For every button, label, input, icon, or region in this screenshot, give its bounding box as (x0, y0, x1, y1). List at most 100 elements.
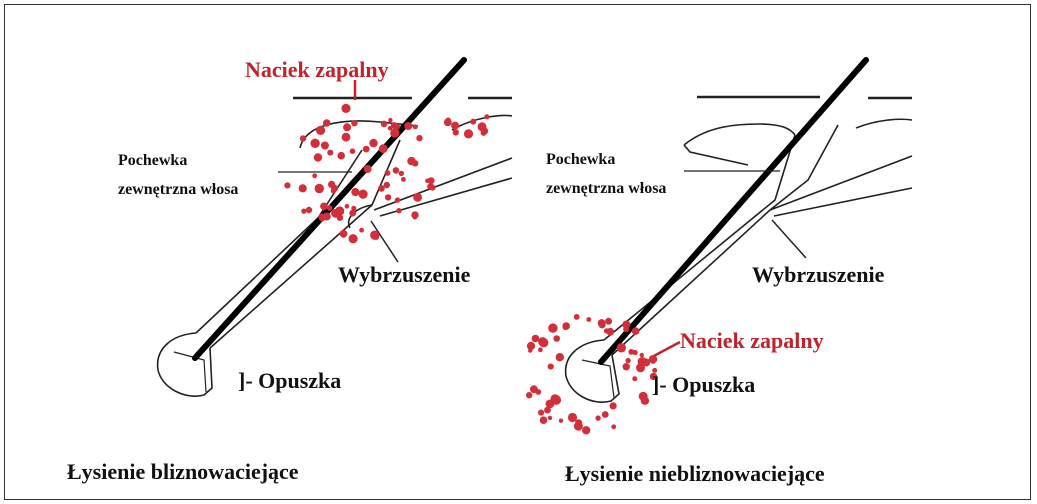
right-infiltrate-dot (632, 376, 637, 381)
left-infiltrate-dot (337, 152, 345, 160)
right-infiltrate-dot (640, 353, 644, 357)
left-infiltrate-dot (427, 183, 434, 190)
right-sheath-label-line1: Pochewka (546, 151, 615, 168)
right-infiltrate-dot (552, 395, 562, 405)
left-infiltrate-dot (428, 177, 435, 184)
right-bulb-label: ]- Opuszka (652, 372, 755, 397)
left-infiltrate-dot (388, 126, 393, 131)
right-infiltrate-dot (623, 363, 630, 370)
left-infiltrate-dot (341, 104, 350, 113)
left-infiltrate-dot (316, 126, 325, 135)
right-infiltrate-dot (632, 327, 640, 335)
right-sheath-label-line2: zewnętrzna włosa (546, 180, 666, 197)
left-infiltrate-dot (412, 160, 418, 166)
left-infiltrate-label: Naciek zapalny (245, 57, 389, 82)
left-infiltrate-dot (359, 228, 364, 233)
left-infiltrate-dot (312, 173, 317, 178)
left-infiltrate-dot (393, 167, 400, 174)
left-infiltrate-dot (340, 230, 348, 238)
right-infiltrate-dots (526, 314, 657, 434)
right-infiltrate-dot (610, 402, 617, 409)
right-infiltrate-dot (575, 419, 582, 426)
right-infiltrate-dot (641, 397, 649, 405)
right-infiltrate-dot (625, 358, 630, 363)
right-infiltrate-dot (538, 410, 544, 416)
right-sheath-wall-left (604, 135, 795, 340)
left-infiltrate-dot (369, 139, 377, 147)
left-infiltrate-dot (321, 142, 329, 150)
left-infiltrate-dot (413, 193, 422, 202)
left-infiltrate-dot (351, 188, 359, 196)
left-infiltrate-dot (351, 120, 357, 126)
left-sheath-label-line1: Pochewka (118, 152, 187, 169)
right-caption: Łysienie niebliznowaciejące (565, 461, 825, 486)
left-infiltrate-dot (343, 123, 351, 131)
left-infiltrate-dot (327, 205, 333, 211)
right-infiltrate-dot (563, 325, 568, 330)
left-infiltrate-dot (453, 129, 459, 135)
left-infiltrate-dot (320, 203, 328, 211)
right-infiltrate-dot (598, 319, 606, 327)
left-infiltrate-dot (363, 146, 370, 153)
right-infiltrate-dot (638, 357, 647, 366)
left-infiltrate-dot (350, 148, 356, 154)
right-hair-shaft (601, 60, 866, 362)
left-bulge-label: Wybrzuszenie (338, 262, 471, 287)
right-bulb-inner (582, 360, 614, 398)
right-infiltrate-label: Naciek zapalny (680, 328, 824, 353)
left-infiltrate-dot (388, 118, 392, 122)
left-infiltrate-dot (381, 121, 388, 128)
left-infiltrate-dot (327, 150, 333, 156)
right-infiltrate-dot (535, 389, 541, 395)
left-infiltrate-dot (359, 190, 368, 199)
right-infiltrate-dot (628, 349, 634, 355)
right-infiltrate-dot (544, 407, 551, 414)
right-infiltrate-dot (586, 317, 591, 322)
left-infiltrate-dot (301, 209, 306, 214)
left-infiltrate-dot (345, 204, 350, 209)
left-bulb-inner (174, 352, 206, 392)
right-infiltrate-dot (622, 321, 630, 329)
right-infiltrate-dot (582, 426, 590, 434)
left-infiltrate-dot (328, 181, 335, 188)
left-infiltrate-dot (323, 119, 331, 127)
right-infiltrate-dot (556, 353, 564, 361)
left-infiltrate-dot (306, 207, 312, 213)
left-bulb-label: ]- Opuszka (238, 368, 341, 393)
left-infiltrate-dot (378, 185, 385, 192)
right-infiltrate-dot (602, 411, 609, 418)
left-infiltrate-dot (349, 234, 358, 243)
left-infiltrate-dot (451, 122, 459, 130)
left-infiltrate-dot (401, 177, 406, 182)
left-infiltrate-dot (284, 182, 290, 188)
left-infiltrate-dot (310, 139, 319, 148)
left-infiltrate-dot (335, 206, 344, 215)
left-infiltrate-dot (404, 122, 412, 130)
left-infiltrate-dot (470, 119, 476, 125)
left-infiltrate-dot (445, 118, 451, 124)
left-follicle (158, 60, 512, 396)
left-infiltrate-dot (315, 184, 324, 193)
right-epidermis-dip (684, 145, 748, 165)
right-infiltrate-dot (553, 335, 560, 342)
right-infiltrate-dot (611, 424, 616, 429)
right-bulge-label: Wybrzuszenie (752, 262, 885, 287)
left-infiltrate-dot (395, 197, 400, 202)
left-infiltrate-dot (411, 211, 418, 218)
left-infiltrate-dot (396, 208, 401, 213)
left-infiltrate-dot (323, 213, 331, 221)
right-infiltrate-dot (540, 416, 548, 424)
right-epidermis-contour-right (856, 119, 912, 128)
left-infiltrate-dot (300, 135, 306, 141)
left-infiltrate-dot (314, 153, 322, 161)
right-sebaceous-lower (774, 188, 912, 216)
left-sheath-wall-right (210, 140, 400, 348)
right-infiltrate-dot (559, 419, 563, 423)
right-infiltrate-dot (595, 415, 600, 420)
left-infiltrate-dot (299, 184, 307, 192)
left-infiltrate-dot (374, 235, 379, 240)
right-infiltrate-dot (649, 355, 657, 363)
right-infiltrate-dot (538, 347, 543, 352)
right-infiltrate-dot (606, 328, 614, 336)
